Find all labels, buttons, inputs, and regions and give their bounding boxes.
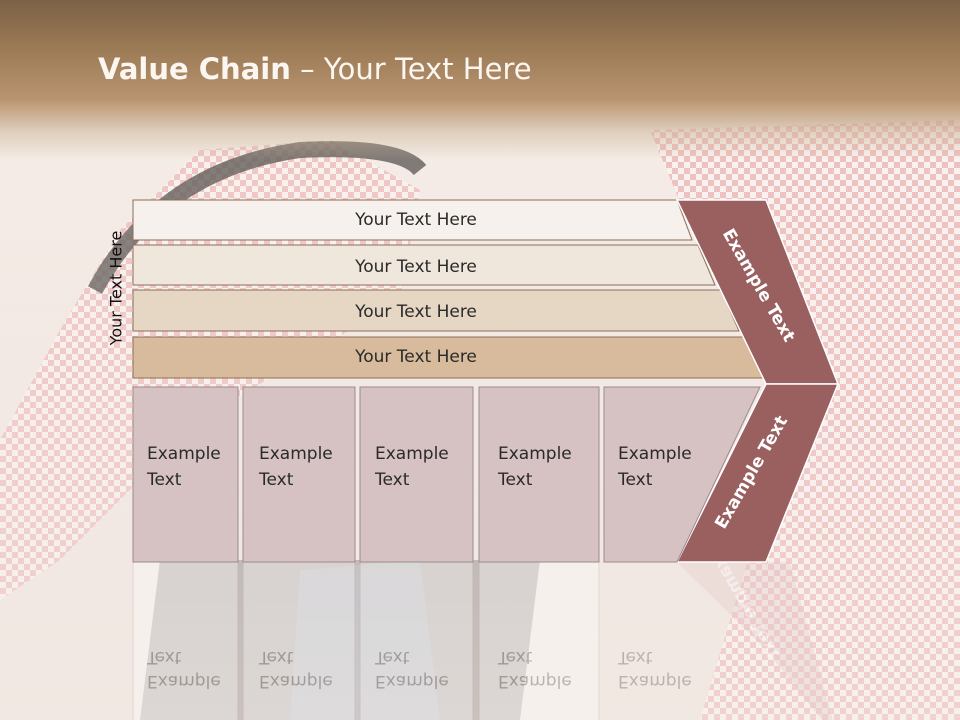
row-4: Your Text Here [132,336,766,379]
slide-title-bold: Value Chain [98,52,291,86]
reflection-label: Example [259,671,333,691]
reflection-arrow [677,562,833,720]
activity-cell-4: Example Text [478,386,600,563]
reflection-label: Text [497,647,533,667]
reflection-cell [242,561,356,720]
row-1-label: Your Text Here [354,210,477,230]
reflection-label: Text [374,647,410,667]
reflection-label: Example [147,671,221,691]
cell-label-line1: Example [375,444,449,464]
cell-label-line1: Example [147,444,221,464]
slide-title: Value Chain – Your Text Here [98,52,532,86]
reflection-cell [359,561,474,720]
title-band [0,0,960,160]
row-2: Your Text Here [132,244,716,286]
diagram-reflection: Example Text Example Text Example Text E… [132,542,833,720]
cell-label-line1: Example [618,444,692,464]
row-2-label: Your Text Here [354,257,477,277]
cell-label-line2: Text [146,470,182,490]
row-1: Your Text Here [132,199,693,241]
cell-label-line2: Text [258,470,294,490]
row-4-label: Your Text Here [354,347,477,367]
reflection-label: Text [146,647,182,667]
chevron-lower-half [675,383,840,563]
slide-title-rest: – Your Text Here [290,52,532,86]
reflection-label: Example [375,671,449,691]
activity-cell-1: Example Text [132,386,239,563]
cell-label-line1: Example [498,444,572,464]
reflection-label: Example [618,671,692,691]
row-3-label: Your Text Here [354,302,477,322]
reflection-label: Example [498,671,572,691]
cell-label-line2: Text [497,470,533,490]
row-3: Your Text Here [132,289,740,332]
reflection-cell [132,561,239,720]
activity-cell-5: Example Text [603,386,761,563]
reflection-cell [478,561,600,720]
activity-cell-2: Example Text [242,386,356,563]
activity-cell-3: Example Text [359,386,474,563]
reflection-label: Text [617,647,653,667]
cell-label-line1: Example [259,444,333,464]
reflection-label: Text [258,647,294,667]
cell-label-line2: Text [617,470,653,490]
cell-label-line2: Text [374,470,410,490]
